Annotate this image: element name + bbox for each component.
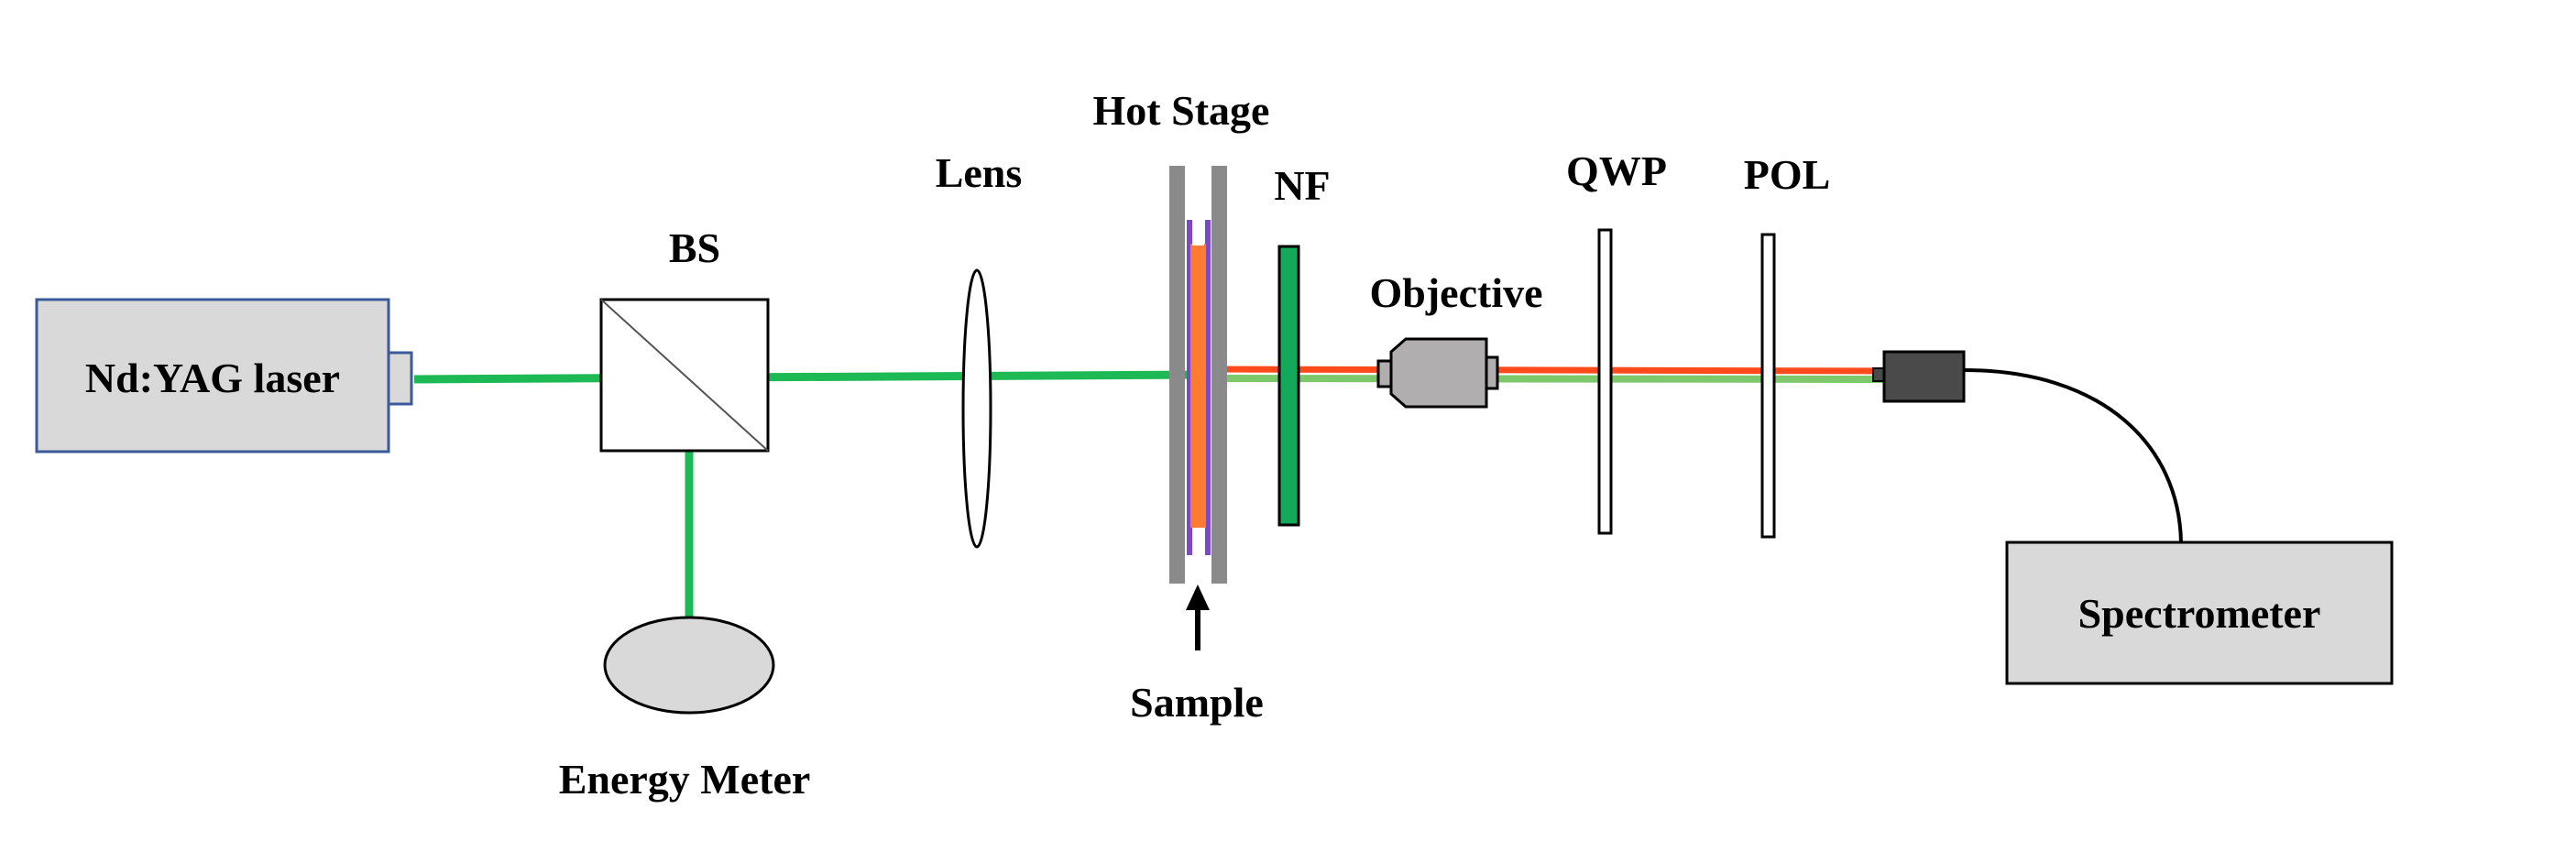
notch-filter-element (1277, 245, 1300, 527)
beam-splitter-label: BS (669, 224, 720, 271)
sample-layer (1190, 244, 1206, 528)
quarter-wave-plate: QWP (1566, 147, 1667, 535)
quarter-wave-plate-element (1597, 228, 1613, 535)
laser-label: Nd:YAG laser (85, 355, 340, 401)
fiber-coupler-body (1882, 350, 1966, 403)
objective-front-cap (1376, 359, 1393, 388)
polarizer-element (1760, 233, 1776, 539)
laser-unit: Nd:YAG laser (35, 298, 413, 453)
sample-edge-left (1187, 220, 1192, 555)
notch-filter: NF (1274, 162, 1331, 527)
polarizer: POL (1744, 151, 1831, 539)
lens: Lens (936, 149, 1023, 549)
laser-box (35, 298, 390, 453)
objective-body (1389, 337, 1488, 409)
signal-beam (1212, 366, 1885, 375)
hot-stage-right-plate (1211, 166, 1227, 584)
notch-filter-label: NF (1274, 162, 1330, 209)
spectrometer-box (2005, 541, 2394, 685)
transmitted-green-beam (1212, 375, 1885, 383)
quarter-wave-plate-label: QWP (1566, 147, 1667, 194)
energy-meter: Energy Meter (559, 616, 811, 803)
hot-stage: Hot Stage (1093, 87, 1270, 584)
sample-indicator: Sample (1130, 584, 1264, 726)
lens-element (961, 268, 992, 549)
objective: Objective (1369, 269, 1543, 409)
energy-meter-label: Energy Meter (559, 756, 811, 803)
sample-arrow-head (1186, 584, 1210, 610)
excitation-beam-main (413, 370, 1197, 384)
sample-label: Sample (1130, 679, 1264, 726)
objective-label: Objective (1369, 269, 1542, 316)
hot-stage-left-plate (1169, 166, 1185, 584)
lens-label: Lens (936, 149, 1023, 196)
beam-splitter-diagonal (600, 299, 769, 452)
spectrometer: Spectrometer (2005, 541, 2394, 685)
sample-edge-right (1205, 220, 1211, 555)
energy-meter-detector (603, 616, 775, 715)
hot-stage-label: Hot Stage (1093, 87, 1270, 134)
objective-rear-cap (1485, 355, 1499, 390)
sample-layer-top (1192, 227, 1204, 246)
sample-layer-bottom (1192, 528, 1204, 546)
fiber-coupler (1872, 350, 2183, 543)
beam-splitter: BS (599, 224, 770, 453)
laser-output-port (387, 351, 413, 406)
optical-fiber (1963, 368, 2183, 543)
polarizer-label: POL (1744, 151, 1831, 198)
spectrometer-label: Spectrometer (2078, 590, 2321, 637)
